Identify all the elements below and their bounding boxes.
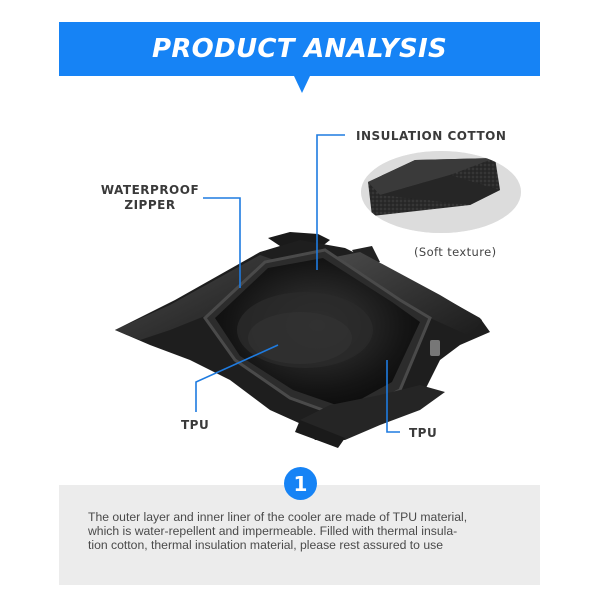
banner-pointer [294, 76, 310, 93]
page-title: PRODUCT ANALYSIS [151, 34, 447, 64]
tpu-right-leader-line [386, 360, 400, 433]
insulation-cotton-leader-line [316, 134, 345, 270]
tpu-left-leader-line [195, 344, 279, 412]
step-number-badge: 1 [284, 467, 317, 500]
soft-texture-caption: (Soft texture) [414, 245, 497, 259]
step-description-line3: tion cotton, thermal insulation material… [88, 537, 443, 552]
step-description-line1: The outer layer and inner liner of the c… [88, 510, 468, 524]
header-banner: PRODUCT ANALYSIS [59, 22, 540, 76]
waterproof-zipper-label: WATERPROOF ZIPPER [100, 183, 200, 213]
insulation-cotton-label: INSULATION COTTON [356, 129, 507, 143]
waterproof-zipper-label-line1: WATERPROOF [100, 183, 200, 197]
tpu-left-label: TPU [181, 418, 210, 432]
cooler-bag [115, 232, 490, 448]
waterproof-zipper-leader-line [203, 197, 241, 288]
insulation-foam-inset [361, 151, 521, 233]
waterproof-zipper-label-line2: ZIPPER [124, 198, 176, 212]
step-description-box [59, 485, 540, 585]
tpu-right-label: TPU [409, 426, 438, 440]
step-description: The outer layer and inner liner of the c… [88, 510, 528, 552]
step-description-line2: which is water-repellent and impermeable… [88, 523, 458, 538]
